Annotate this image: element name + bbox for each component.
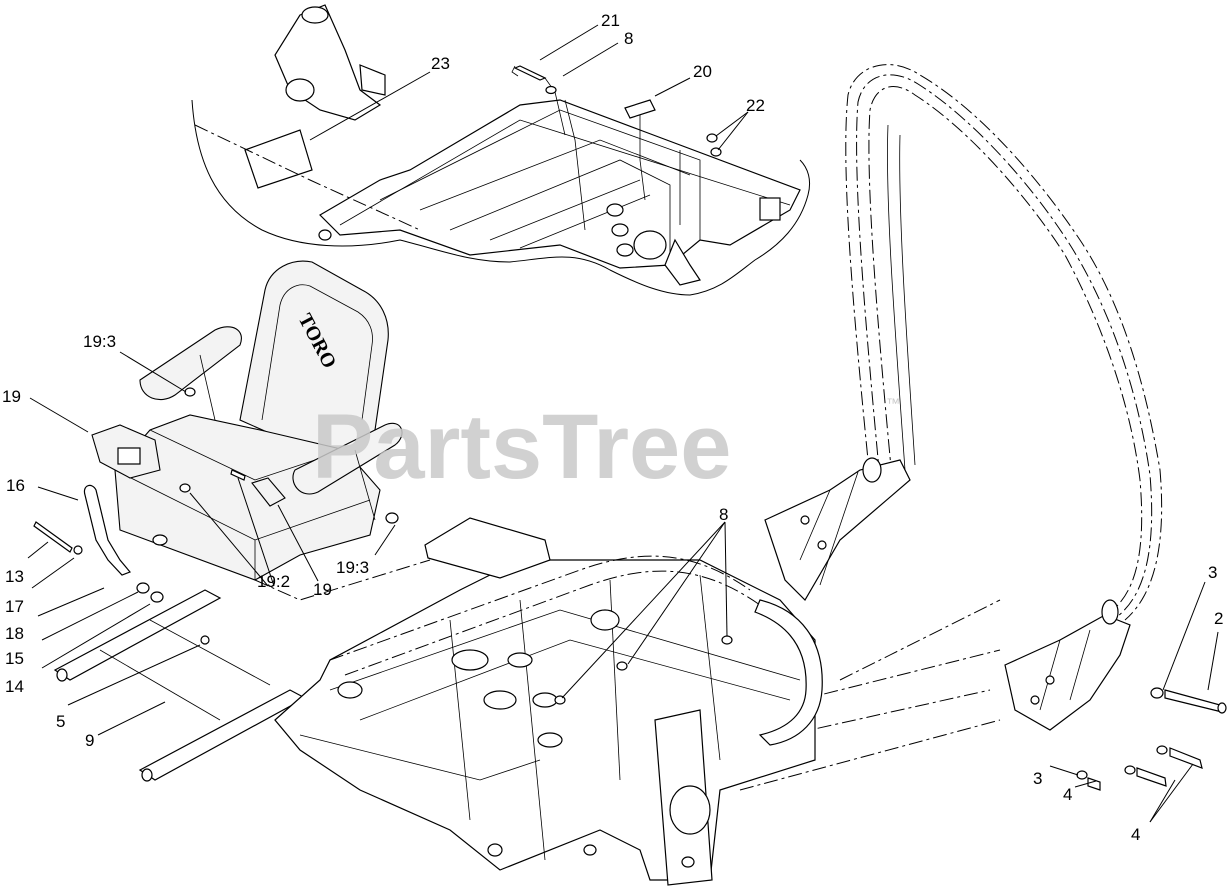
nut-part-14 (150, 591, 164, 603)
callout-3-upper: 3 (1208, 563, 1217, 582)
callout-19-3-top: 19:3 (83, 332, 116, 351)
callout-19-3-bottom: 19:3 (336, 558, 369, 577)
seat-mount-plate (424, 517, 551, 579)
main-frame-body (274, 559, 816, 881)
callout-13: 13 (5, 567, 24, 586)
callout-15: 15 (5, 649, 24, 668)
callout-19-buckle: 19 (313, 580, 332, 599)
seat-rail-left (53, 589, 222, 681)
callout-2: 2 (1214, 609, 1223, 628)
seat-backrest (239, 260, 389, 461)
nut-part-22-a (706, 133, 718, 143)
frame-detail-inset (191, 4, 811, 296)
seat-belt-buckle (251, 477, 286, 507)
callout-23: 23 (431, 54, 450, 73)
callout-18: 18 (5, 624, 24, 643)
front-bumper-rail (754, 599, 823, 746)
callout-19-retractor: 19 (2, 387, 21, 406)
callout-labels: 21 8 20 22 23 19:3 19 16 13 17 18 15 14 … (2, 11, 1223, 844)
inset-frame (319, 99, 801, 269)
callout-8-frame: 8 (719, 505, 728, 524)
callout-4-lower: 4 (1063, 785, 1072, 804)
rops-left-mount (764, 459, 911, 601)
washer-part-17 (73, 545, 83, 555)
bolt-part-4-lower (1087, 777, 1101, 791)
nut-part-8-a (616, 661, 628, 671)
callout-21: 21 (601, 11, 620, 30)
callout-16: 16 (6, 476, 25, 495)
washer-part-3-upper (1150, 687, 1164, 699)
callout-17: 17 (5, 597, 24, 616)
nut-part-8-c (554, 695, 566, 705)
right-armrest (292, 422, 403, 495)
callout-3-lower: 3 (1033, 769, 1042, 788)
seat-adjust-lever (83, 484, 132, 576)
callout-8-top: 8 (624, 29, 633, 48)
left-armrest (139, 326, 242, 400)
watermark-trademark: ™ (886, 395, 900, 411)
main-frame (274, 517, 823, 886)
nut-part-8-b (721, 635, 733, 645)
roll-over-protection-bar (719, 64, 1227, 791)
spacer-part-15 (136, 582, 150, 594)
callout-20: 20 (693, 62, 712, 81)
bolt-part-13 (33, 521, 73, 553)
leader-lines (27, 24, 1219, 823)
u-bolt-part-21 (513, 65, 547, 81)
nut-part-5 (200, 635, 210, 645)
nut-part-22-b (710, 147, 722, 157)
bracket-part-20 (624, 99, 656, 119)
callout-9: 9 (85, 731, 94, 750)
callout-14: 14 (5, 677, 24, 696)
rops-right-mount (1004, 614, 1131, 731)
callout-5: 5 (56, 712, 65, 731)
inset-boundary (191, 99, 811, 296)
seat-rail-right (138, 689, 307, 781)
seat-cushion (114, 414, 381, 581)
callout-4-right: 4 (1131, 825, 1140, 844)
callout-22: 22 (746, 96, 765, 115)
watermark: PartsTree (312, 396, 731, 498)
nut-part-8-top (545, 85, 557, 95)
inset-pivot-arm (274, 4, 382, 121)
decal-part-23 (244, 129, 313, 189)
seat-assembly: TORO (33, 260, 431, 782)
washer-part-3-lower (1076, 770, 1088, 780)
callout-19-2: 19:2 (257, 572, 290, 591)
bolt-part-2 (1164, 689, 1223, 713)
